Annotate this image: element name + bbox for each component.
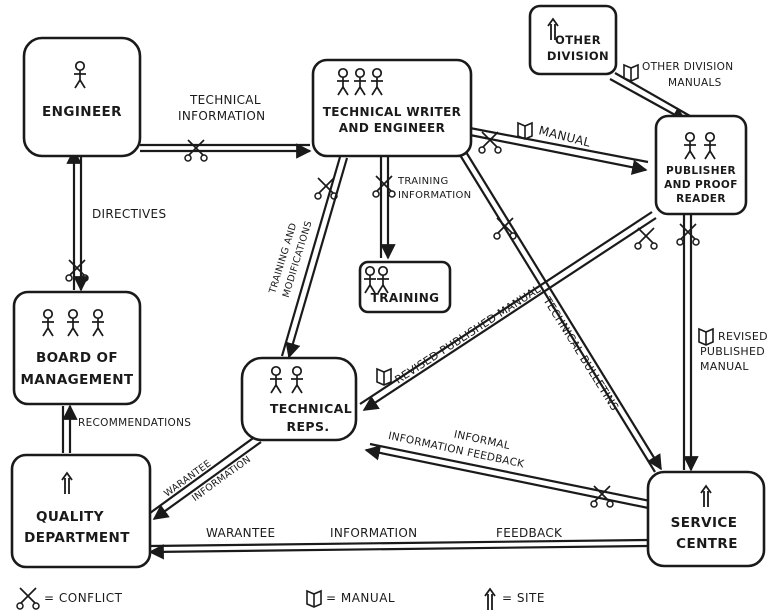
tech-reps-label-line1: TECHNICAL: [270, 401, 352, 416]
conflict-scissors-icon: [676, 223, 700, 246]
site-arrow-icon: [484, 588, 496, 611]
flow-label-bottom-part3: FEEDBACK: [496, 526, 563, 540]
node-technical-writer: TECHNICAL WRITER AND ENGINEER: [311, 58, 473, 158]
training-label: TRAINING: [371, 291, 440, 305]
flow-label-training-information-line2: INFORMATION: [398, 190, 471, 201]
node-technical-reps: TECHNICAL REPS.: [240, 356, 358, 442]
flow-label-training-information-line1: TRAINING: [397, 176, 449, 187]
legend: = CONFLICT = MANUAL = SITE: [16, 587, 545, 611]
flow-quality-to-board: [61, 404, 78, 453]
tech-reps-label-line2: REPS.: [286, 419, 329, 434]
publisher-label-line2: AND PROOF: [664, 179, 738, 191]
engineer-label: ENGINEER: [42, 104, 122, 120]
quality-label-line2: DEPARTMENT: [24, 530, 130, 546]
flow-publisher-to-service: [682, 214, 699, 472]
legend-conflict-label: = CONFLICT: [44, 591, 123, 605]
conflict-scissors-icon: [372, 175, 396, 198]
legend-manual-label: = MANUAL: [326, 591, 395, 605]
flow-techwriter-to-training: [379, 156, 396, 260]
node-other-division: OTHER DIVISION: [528, 4, 618, 76]
node-training: TRAINING: [358, 260, 452, 314]
flow-label-revised-published-manual-line3: MANUAL: [700, 360, 749, 373]
service-label-line1: SERVICE: [671, 515, 738, 531]
publisher-label-line3: READER: [676, 193, 726, 205]
legend-conflict: = CONFLICT: [16, 587, 123, 610]
flow-label-directives: DIRECTIVES: [92, 207, 166, 221]
flow-engineer-to-techwriter: [140, 143, 312, 159]
manual-book-icon: [698, 328, 714, 346]
tech-writer-label-line1: TECHNICAL WRITER: [323, 105, 462, 119]
board-label-line2: MANAGEMENT: [20, 372, 133, 388]
flow-service-to-techreps-feedback: [364, 442, 661, 512]
conflict-scissors-icon: [478, 131, 502, 154]
service-label-line2: CENTRE: [676, 536, 738, 552]
board-label-line1: BOARD OF: [36, 350, 118, 366]
other-division-label-line1: OTHER: [555, 33, 601, 47]
flow-publisher-to-techreps: [359, 211, 657, 411]
conflict-scissors-icon: [16, 587, 40, 610]
tech-writer-label-line2: AND ENGINEER: [339, 121, 446, 135]
flow-label-revised-published-manual-line1: REVISED: [718, 330, 768, 343]
flow-techreps-to-quality: [149, 435, 262, 520]
flow-techwriter-to-service: [459, 151, 662, 473]
publisher-label-line1: PUBLISHER: [666, 165, 736, 177]
flow-service-to-quality: [148, 538, 649, 560]
flow-label-technical-information-line1: TECHNICAL: [189, 93, 261, 107]
node-board-of-management: BOARD OF MANAGEMENT: [12, 290, 142, 406]
manual-book-icon: [306, 590, 322, 608]
legend-manual: = MANUAL: [306, 590, 395, 608]
flow-label-technical-information-line2: INFORMATION: [178, 109, 265, 123]
manual-book-icon: [623, 64, 639, 82]
flow-label-bottom-part2: INFORMATION: [330, 526, 417, 540]
legend-site: = SITE: [484, 588, 545, 611]
flow-label-other-division-manuals-line2: MANUALS: [668, 77, 722, 89]
other-division-label-line2: DIVISION: [547, 49, 609, 63]
flow-label-other-division-manuals-line1: OTHER DIVISION: [642, 61, 733, 73]
flow-label-recommendations: RECOMMENDATIONS: [78, 417, 191, 429]
flow-label-revised-published-manual-line2: PUBLISHED: [700, 345, 765, 358]
node-engineer: ENGINEER: [22, 36, 142, 158]
conflict-scissors-icon: [65, 259, 89, 282]
manual-book-icon: [517, 122, 533, 140]
node-quality-department: QUALITY DEPARTMENT: [10, 453, 152, 569]
manual-book-icon: [376, 368, 392, 386]
node-publisher: PUBLISHER AND PROOF READER: [654, 114, 748, 216]
quality-label-line1: QUALITY: [36, 509, 104, 525]
flow-label-bottom-part1: WARANTEE: [206, 526, 275, 540]
flow-engineer-board: [66, 148, 89, 292]
conflict-scissors-icon: [634, 227, 658, 250]
node-service-centre: SERVICE CENTRE: [646, 470, 766, 568]
flow-techwriter-to-publisher: [469, 126, 649, 175]
legend-site-label: = SITE: [502, 591, 545, 605]
flow-label-technical-bulletins: TECHNICAL BULLETINS: [540, 294, 621, 413]
